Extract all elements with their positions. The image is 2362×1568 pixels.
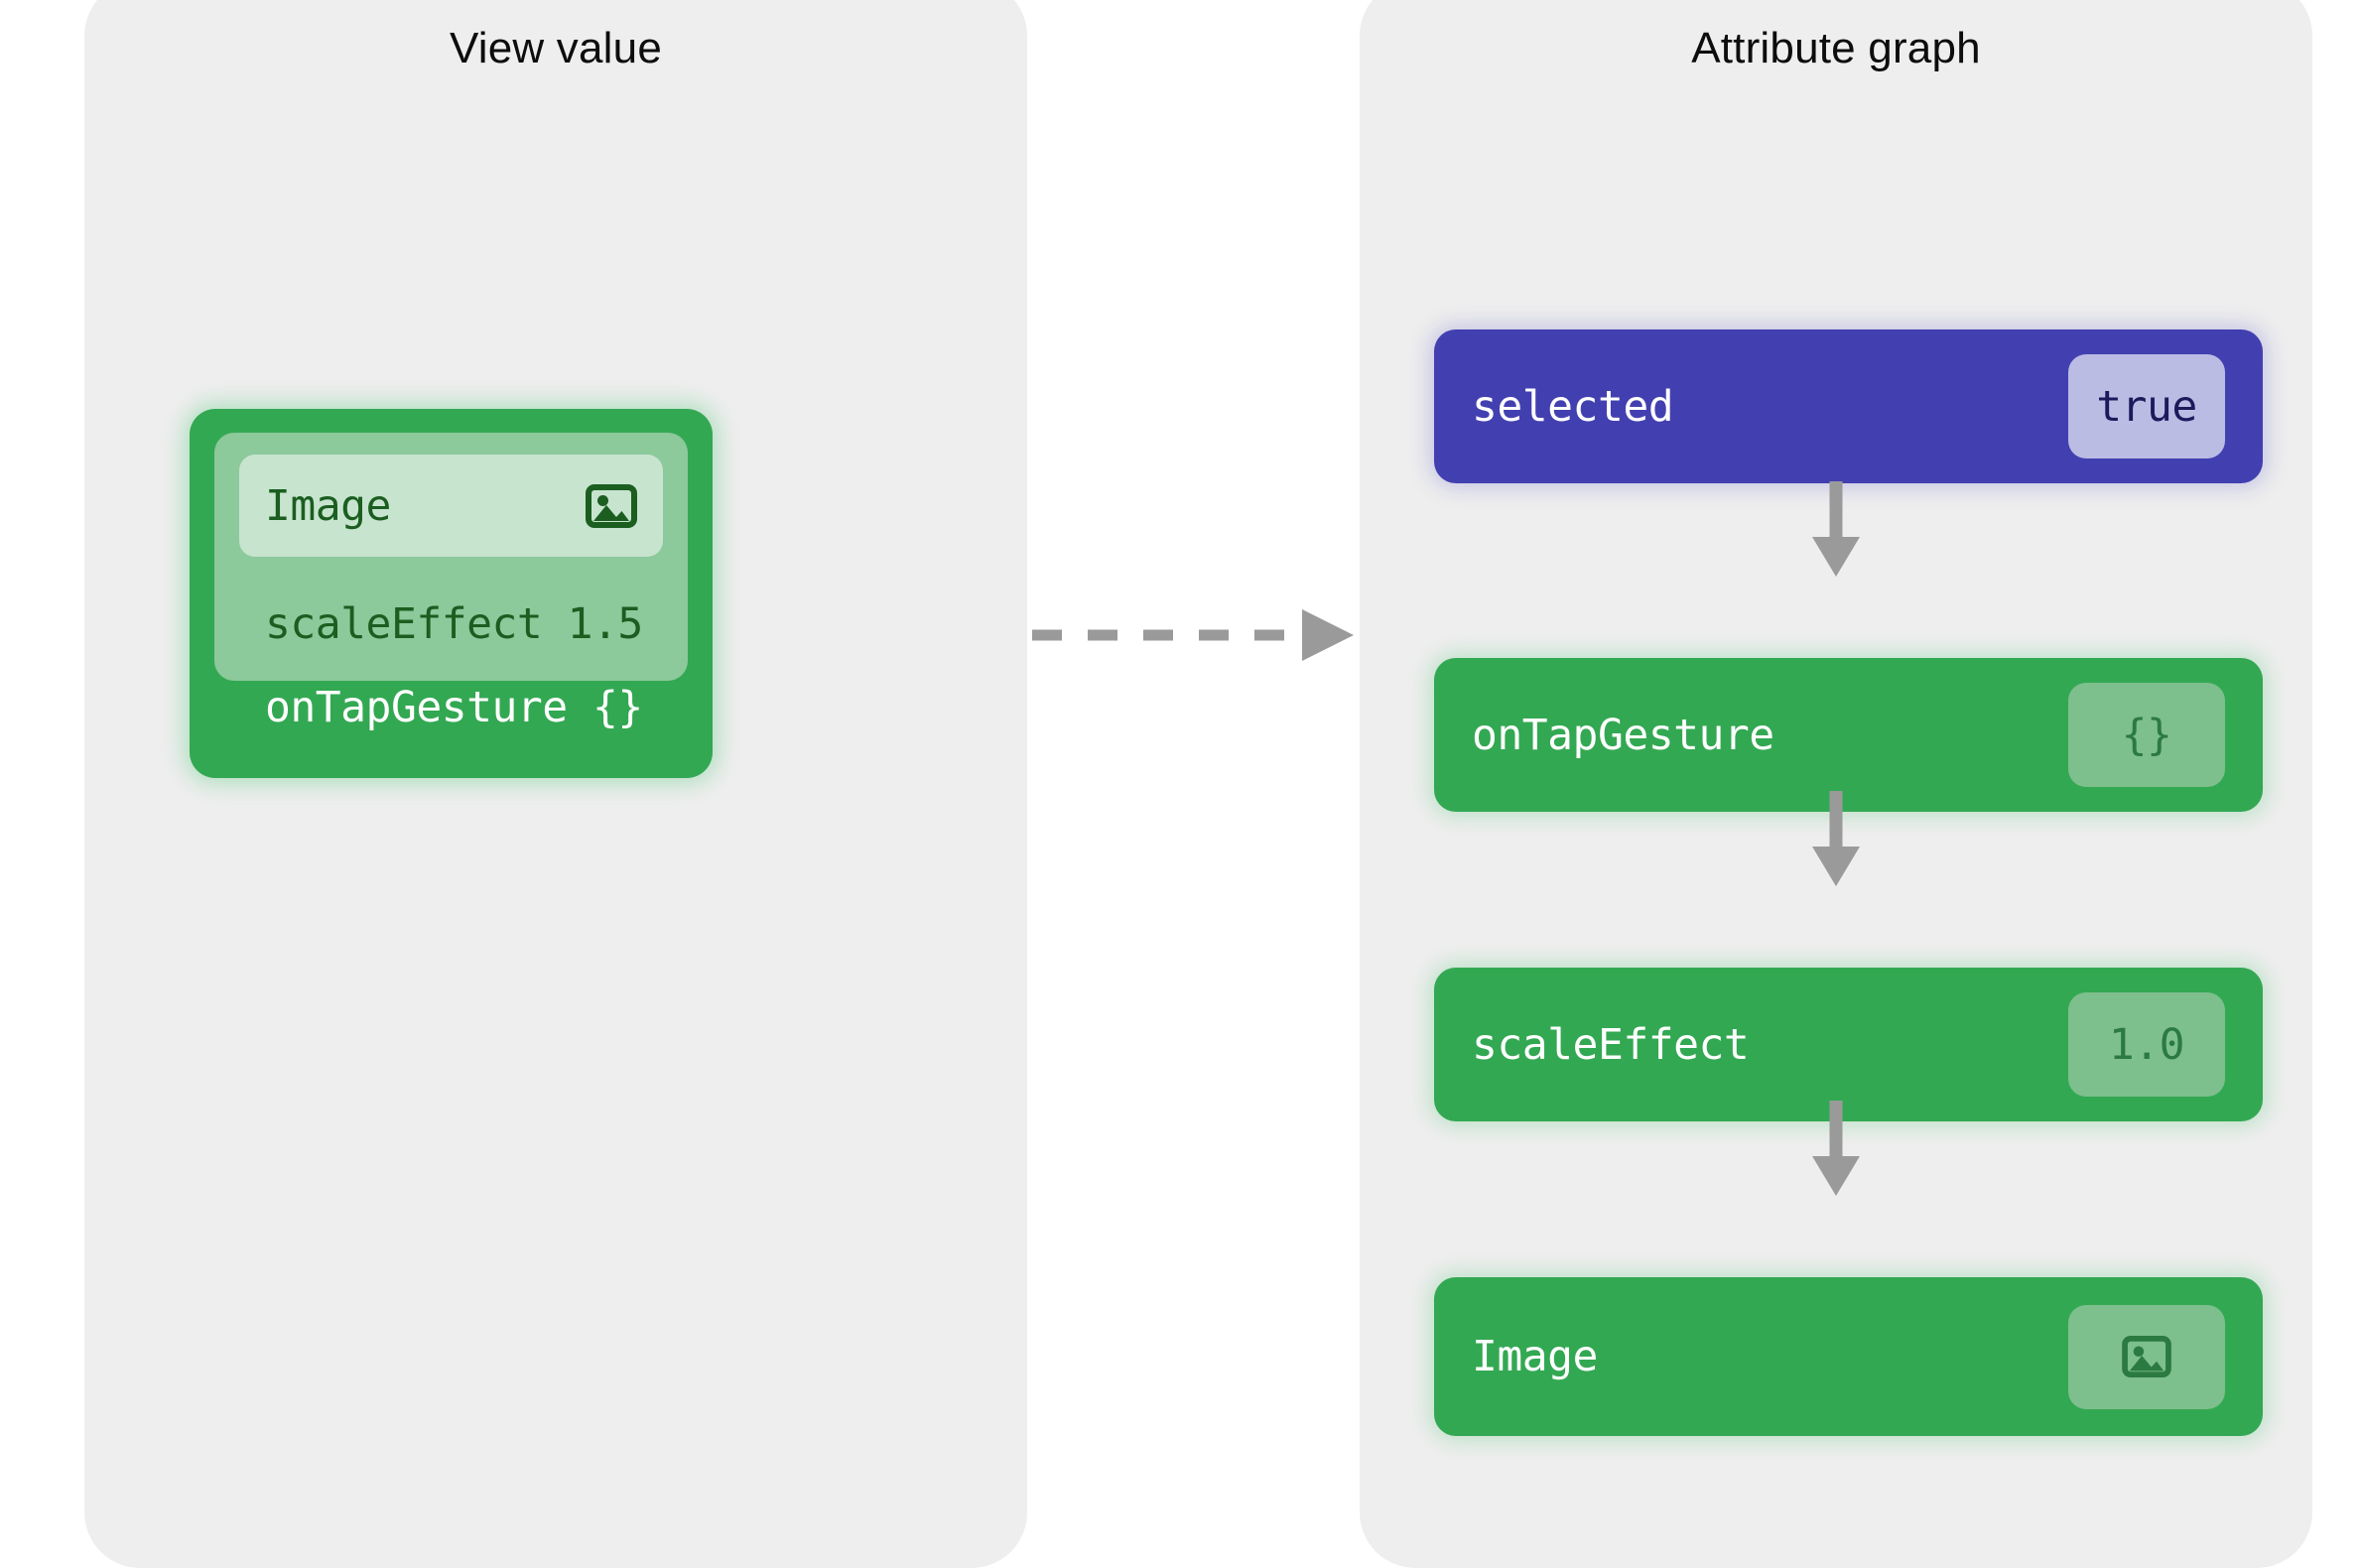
graph-node-ontapgesture-label: onTapGesture xyxy=(1472,710,1774,760)
graph-node-scaleeffect[interactable]: scaleEffect 1.0 xyxy=(1434,968,2263,1121)
graph-node-ontapgesture-value: {} xyxy=(2121,710,2172,760)
panel-attribute-graph-title: Attribute graph xyxy=(1691,24,1981,72)
graph-node-selected-value-chip: true xyxy=(2068,354,2225,458)
edge-ontapgesture-to-scaleeffect xyxy=(1806,791,1866,890)
graph-node-image[interactable]: Image xyxy=(1434,1277,2263,1436)
graph-node-scaleeffect-value: 1.0 xyxy=(2108,1019,2185,1070)
graph-node-scaleeffect-label: scaleEffect xyxy=(1472,1019,1750,1070)
panel-view-value-title: View value xyxy=(450,24,662,72)
view-value-to-attribute-graph-arrow xyxy=(1032,586,1360,685)
view-value-card[interactable]: Image scaleEffect 1.5 onTapGesture {} xyxy=(190,409,713,778)
view-value-scale-effect-text: scaleEffect 1.5 xyxy=(265,599,643,649)
graph-node-image-label: Image xyxy=(1472,1332,1598,1381)
view-value-scale-effect-group[interactable]: Image scaleEffect 1.5 xyxy=(214,433,688,681)
graph-node-selected-label: selected xyxy=(1472,381,1674,432)
edge-selected-to-ontapgesture xyxy=(1806,481,1866,581)
photo-icon xyxy=(586,483,637,528)
view-value-image-label: Image xyxy=(265,480,391,531)
graph-node-selected[interactable]: selected true xyxy=(1434,329,2263,483)
graph-node-ontapgesture-value-chip: {} xyxy=(2068,683,2225,787)
panel-view-value: View value Image scaleEffect 1.5 onTapGe… xyxy=(84,0,1027,1568)
edge-scaleeffect-to-image xyxy=(1806,1101,1866,1200)
graph-node-image-value-chip xyxy=(2068,1304,2225,1409)
graph-node-selected-value: true xyxy=(2096,381,2197,432)
graph-node-ontapgesture[interactable]: onTapGesture {} xyxy=(1434,658,2263,812)
view-value-image-row[interactable]: Image xyxy=(239,455,663,557)
view-value-on-tap-gesture-text: onTapGesture {} xyxy=(265,683,643,732)
photo-icon xyxy=(2122,1336,2171,1377)
graph-node-scaleeffect-value-chip: 1.0 xyxy=(2068,992,2225,1097)
